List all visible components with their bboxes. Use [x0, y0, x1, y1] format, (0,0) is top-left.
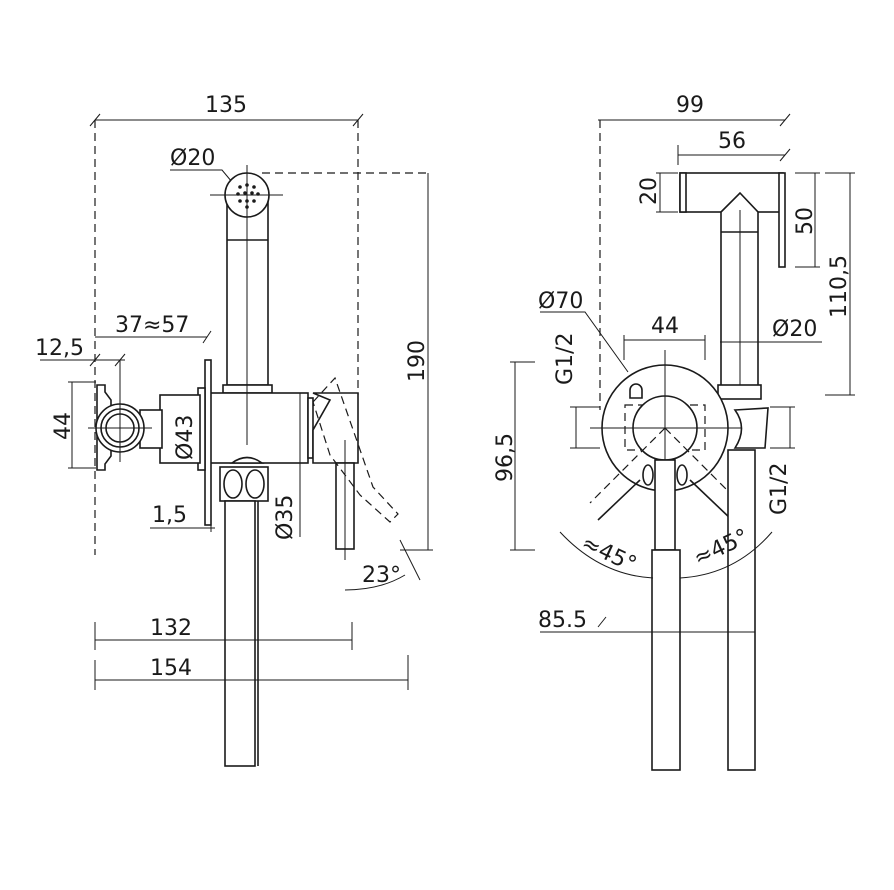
dim-connector-height: 44	[51, 412, 76, 440]
dim-head-diameter: Ø20	[170, 146, 215, 171]
hose	[224, 500, 256, 767]
dim-head-height: 20	[637, 177, 662, 205]
side-view: 135 Ø20 37≈57 12,5 44 Ø43 1,5 Ø35 190	[35, 93, 433, 767]
dim-body-depth: 37≈57	[115, 313, 189, 338]
dim-tube-diameter: Ø20	[772, 317, 817, 342]
dim-135: 135	[205, 93, 247, 118]
dim-offset: 12,5	[35, 336, 84, 361]
dim-lever-angle: 23°	[362, 563, 401, 588]
thread-left: G1/2	[553, 333, 578, 385]
front-view: 99 56 20 50 110,5 Ø70 44 Ø20 G1/2 G1/2 9…	[493, 93, 855, 771]
hose-right	[727, 449, 756, 771]
dim-width-99: 99	[676, 93, 704, 118]
angle-left: ≈45°	[577, 531, 640, 578]
dim-height-low: 96,5	[493, 433, 518, 482]
lever-front	[654, 459, 676, 551]
dim-holder-height: 50	[793, 207, 818, 235]
dim-collar-diameter: Ø35	[273, 495, 298, 540]
thread-right: G1/2	[767, 463, 792, 515]
dim-depth-132: 132	[150, 616, 192, 641]
dim-height-top: 110,5	[827, 255, 852, 318]
dim-depth-154: 154	[150, 656, 192, 681]
dim-height: 190	[405, 340, 430, 382]
dim-head-length: 56	[718, 129, 746, 154]
hose-left	[651, 549, 681, 771]
dim-plate-thickness: 1,5	[152, 503, 187, 528]
dim-plate-width: 44	[651, 314, 679, 339]
dim-plate-diameter: Ø70	[538, 289, 583, 314]
valve-body	[209, 392, 309, 464]
dim-offset-bottom: 85.5	[538, 608, 587, 633]
dim-body-diameter: Ø43	[173, 415, 198, 460]
